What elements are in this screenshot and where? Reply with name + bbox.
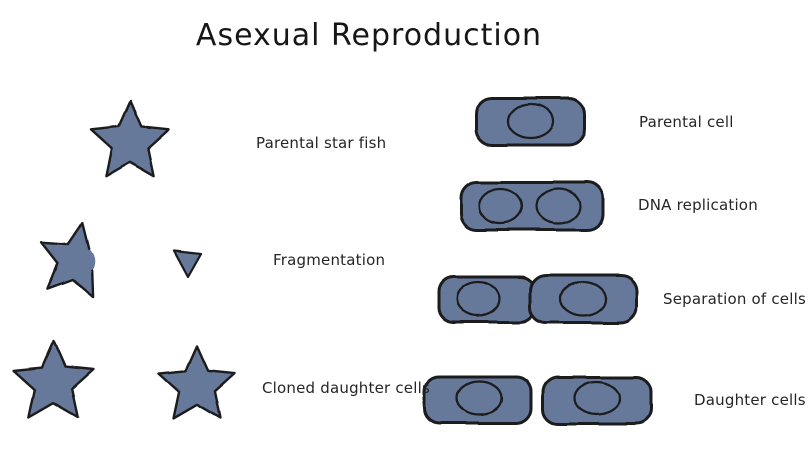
parental-starfish-shape — [89, 99, 171, 177]
dna-replication-cell-shape — [459, 180, 605, 232]
daughter-cell-2-shape — [541, 375, 653, 426]
label-daughter-cells: Daughter cells — [694, 391, 806, 409]
separating-cell-right-shape — [528, 273, 639, 325]
dna-replication-nucleus-1 — [478, 187, 524, 225]
label-dna-replication: DNA replication — [638, 196, 758, 214]
parental-cell-shape — [474, 96, 587, 147]
page-title: Asexual Reproduction — [195, 18, 543, 53]
label-fragmentation: Fragmentation — [273, 251, 386, 269]
dna-replication-nucleus-2 — [535, 187, 581, 225]
label-parental-starfish: Parental star fish — [256, 134, 387, 152]
daughter-cell-1-nucleus — [455, 380, 503, 416]
label-separation-of-cells: Separation of cells — [663, 290, 806, 308]
label-cloned-daughter-cells: Cloned daughter cells — [262, 379, 430, 397]
broken-arm-fragment-shape — [172, 249, 203, 279]
daughter-cell-1-shape — [422, 375, 533, 425]
cloned-starfish-2-shape — [157, 344, 237, 420]
parental-cell-nucleus — [507, 102, 555, 140]
daughter-cell-2-nucleus — [573, 380, 621, 416]
fragmented-starfish-fill — [41, 222, 95, 297]
fragmented-starfish-outline — [40, 221, 95, 298]
cloned-starfish-1-shape — [11, 339, 95, 419]
separating-cell-right-nucleus — [559, 280, 607, 318]
separating-cell-left-nucleus — [455, 280, 501, 318]
label-parental-cell: Parental cell — [639, 113, 734, 131]
